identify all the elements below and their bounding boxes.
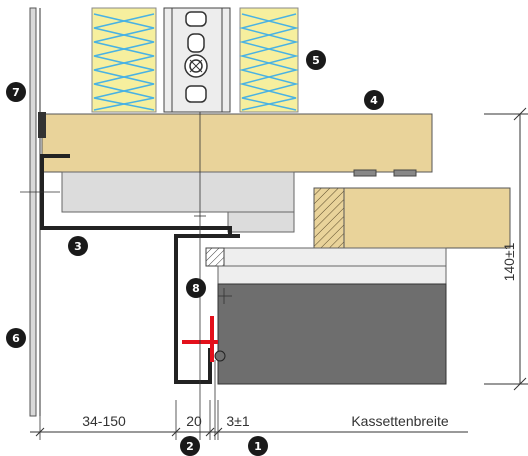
support-block-lower	[227, 211, 295, 233]
cassette-strip	[205, 247, 447, 267]
cassette-panel	[217, 283, 447, 385]
cassette-strip-hatch	[205, 247, 225, 267]
z-profile	[40, 154, 232, 236]
dim-cassette-width: Kassettenbreite	[351, 413, 448, 429]
facade-panel	[29, 7, 37, 417]
callout-2: 2	[180, 436, 200, 456]
callout-1: 1	[248, 436, 268, 456]
insulation-right	[239, 7, 299, 113]
anchor-bracket	[163, 7, 231, 113]
callout-8: 8	[186, 278, 206, 298]
wood-batten-hatch	[313, 187, 345, 249]
dim-joint: 20	[186, 413, 202, 429]
svg-text:5: 5	[312, 54, 320, 67]
dim-left-gap: 34-150	[82, 413, 126, 429]
support-block	[61, 171, 295, 213]
red-gasket	[182, 316, 226, 362]
beam-studs	[353, 169, 417, 177]
callout-6: 6	[6, 328, 26, 348]
bottom-dimension	[30, 400, 468, 440]
hook-profile	[174, 234, 240, 384]
callout-3: 3	[68, 236, 88, 256]
insulation-left	[91, 7, 157, 113]
callout-7: 7	[6, 82, 26, 102]
svg-text:8: 8	[192, 282, 200, 295]
svg-text:7: 7	[12, 86, 20, 99]
dim-height: 140±1	[501, 242, 517, 281]
callout-5: 5	[306, 50, 326, 70]
cassette-strip-lower	[217, 265, 447, 285]
svg-text:4: 4	[370, 94, 378, 107]
svg-text:3: 3	[74, 240, 82, 253]
callout-4: 4	[364, 90, 384, 110]
beam-edge-block	[38, 112, 46, 138]
svg-text:2: 2	[186, 440, 194, 453]
dim-tolerance: 3±1	[226, 413, 249, 429]
height-dimension	[484, 107, 528, 391]
svg-text:6: 6	[12, 332, 20, 345]
svg-text:1: 1	[254, 440, 262, 453]
timber-beam	[41, 113, 433, 173]
